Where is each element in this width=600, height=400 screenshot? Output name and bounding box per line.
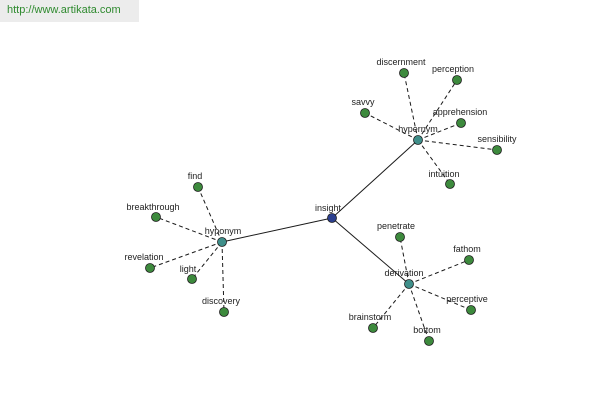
edge-derivation-fathom [408, 259, 470, 285]
edge-derivation-bottom [408, 283, 430, 342]
word-savvy-label[interactable]: savvy [351, 97, 375, 107]
word-discovery-label[interactable]: discovery [202, 296, 241, 306]
word-find-label[interactable]: find [188, 171, 203, 181]
relation-hyponym-label[interactable]: hyponym [205, 226, 242, 236]
relation-derivation-label[interactable]: derivation [384, 268, 423, 278]
edge-hypernym-perception [417, 79, 458, 141]
edge-insight-hypernym [331, 139, 419, 219]
word-discernment-label[interactable]: discernment [376, 57, 426, 67]
word-bottom-label[interactable]: bottom [413, 325, 441, 335]
word-penetrate-node[interactable] [395, 232, 405, 242]
word-apprehension-node[interactable] [456, 118, 466, 128]
word-discernment-node[interactable] [399, 68, 409, 78]
word-apprehension-label[interactable]: apprehension [433, 107, 488, 117]
word-perceptive-node[interactable] [466, 305, 476, 315]
edge-hyponym-discovery [221, 241, 225, 313]
edge-derivation-penetrate [399, 236, 410, 285]
edge-hypernym-apprehension [417, 122, 462, 141]
edge-hyponym-revelation [149, 241, 223, 269]
word-fathom-node[interactable] [464, 255, 474, 265]
word-savvy-node[interactable] [360, 108, 370, 118]
relation-hypernym-label[interactable]: hypernym [398, 124, 438, 134]
word-bottom-node[interactable] [424, 336, 434, 346]
edge-hypernym-savvy [364, 112, 419, 141]
graph-nodes: find breakthrough revelation light discovery… [124, 57, 517, 346]
word-perceptive-label[interactable]: perceptive [446, 294, 488, 304]
relation-derivation-node[interactable] [404, 279, 414, 289]
word-brainstorm-node[interactable] [368, 323, 378, 333]
edge-hyponym-find [197, 186, 223, 243]
edge-insight-hyponym [221, 217, 333, 243]
center-insight-label[interactable]: insight [315, 203, 342, 213]
word-light-label[interactable]: light [180, 264, 197, 274]
word-breakthrough-label[interactable]: breakthrough [126, 202, 179, 212]
edge-derivation-brainstorm [372, 283, 410, 329]
edge-hypernym-sensibility [417, 139, 498, 151]
edge-hypernym-discernment [403, 72, 419, 141]
word-breakthrough-node[interactable] [151, 212, 161, 222]
word-light-node[interactable] [187, 274, 197, 284]
word-intuition-label[interactable]: intuition [428, 169, 459, 179]
edge-derivation-perceptive [408, 283, 472, 311]
edge-hyponym-breakthrough [155, 216, 223, 243]
graph-edges [149, 72, 498, 342]
word-intuition-node[interactable] [445, 179, 455, 189]
word-sensibility-node[interactable] [492, 145, 502, 155]
relation-hyponym-node[interactable] [217, 237, 227, 247]
site-url-banner[interactable]: http://www.artikata.com [0, 0, 139, 22]
relation-hypernym-node[interactable] [413, 135, 423, 145]
word-perception-node[interactable] [452, 75, 462, 85]
edge-hyponym-light [191, 241, 223, 280]
word-revelation-label[interactable]: revelation [124, 252, 163, 262]
word-discovery-node[interactable] [219, 307, 229, 317]
edge-insight-derivation [331, 217, 410, 285]
word-find-node[interactable] [193, 182, 203, 192]
edge-hypernym-intuition [417, 139, 451, 185]
center-insight-node[interactable] [327, 213, 337, 223]
word-fathom-label[interactable]: fathom [453, 244, 481, 254]
word-brainstorm-label[interactable]: brainstorm [349, 312, 392, 322]
word-revelation-node[interactable] [145, 263, 155, 273]
word-perception-label[interactable]: perception [432, 64, 474, 74]
word-penetrate-label[interactable]: penetrate [377, 221, 415, 231]
word-sensibility-label[interactable]: sensibility [477, 134, 517, 144]
